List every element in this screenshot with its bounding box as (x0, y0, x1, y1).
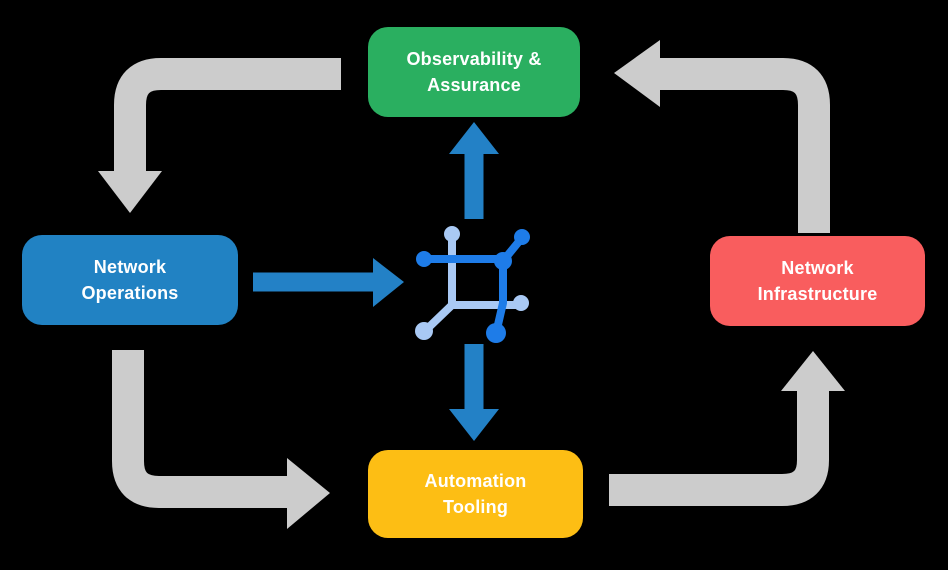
arrow-shaft (609, 391, 829, 506)
arrow-infrastructure-to-observability (614, 40, 830, 233)
arrow-shaft (114, 58, 341, 173)
box-label-line: Observability & (406, 49, 542, 69)
box-automation-tooling: Automation Tooling (368, 450, 583, 538)
icon-node-top-right-corner (494, 252, 512, 270)
icon-node-bottom-right (486, 323, 506, 343)
box-label-line: Network (781, 258, 854, 278)
arrowhead-down (449, 409, 499, 441)
arrow-center-to-observability (449, 122, 499, 219)
arrowhead-down (98, 171, 162, 213)
box-label-line: Operations (81, 283, 179, 303)
icon-node-bottom-left (415, 322, 433, 340)
icon-node-left (416, 251, 432, 267)
icon-light-diagonal (423, 301, 456, 333)
box-label-line: Automation (424, 471, 527, 491)
network-fabric-icon (415, 226, 530, 343)
box-network-operations: Network Operations (22, 235, 238, 325)
arrow-shaft (112, 350, 288, 508)
arrow-operations-to-center (253, 258, 404, 307)
icon-node-right (513, 295, 529, 311)
arrowhead-left (614, 40, 660, 107)
arrowhead-up (781, 351, 845, 391)
icon-node-top (444, 226, 460, 242)
arrowhead-right (287, 458, 330, 529)
icon-dark-edges (420, 255, 507, 333)
arrow-shaft (659, 58, 830, 233)
arrow-observability-to-operations (98, 58, 341, 213)
box-label-line: Tooling (442, 497, 509, 517)
arrowhead-up (449, 122, 499, 154)
icon-light-edges (448, 230, 523, 309)
arrow-automation-to-infrastructure (609, 351, 845, 506)
box-label-line: Assurance (427, 75, 521, 95)
arrow-operations-to-automation (112, 350, 330, 529)
arrow-center-to-automation (449, 344, 499, 441)
arrowhead-right (373, 258, 404, 307)
box-network-infrastructure: Network Infrastructure (710, 236, 925, 326)
box-observability-assurance: Observability & Assurance (368, 27, 580, 117)
box-label-line: Infrastructure (757, 284, 878, 304)
box-label-line: Network (93, 257, 167, 277)
icon-node-top-right (514, 229, 530, 245)
